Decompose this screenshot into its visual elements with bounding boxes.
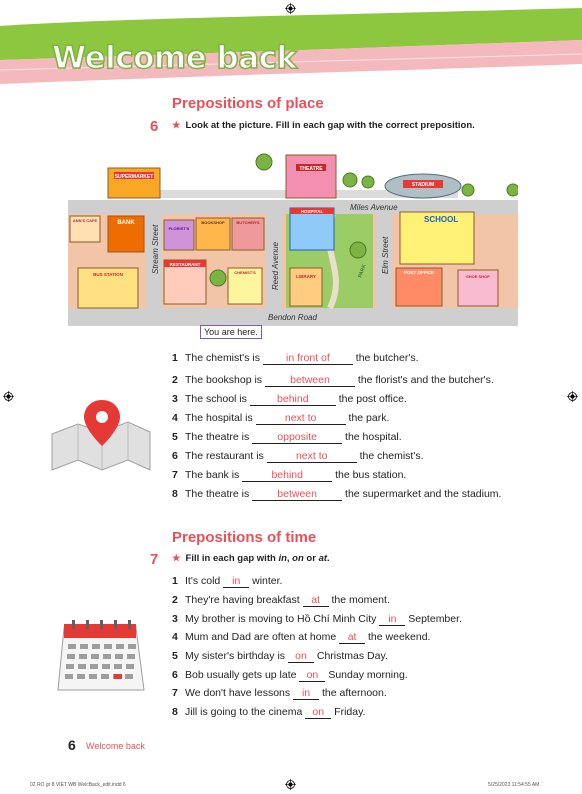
footer-section-label: Welcome back	[86, 741, 145, 751]
calendar-icon	[57, 620, 145, 691]
answer-blank[interactable]: opposite	[252, 432, 343, 444]
label-chemists: CHEMIST'S	[234, 270, 256, 275]
label-bank: BANK	[117, 220, 135, 226]
town-map-illustration: SUPERMARKET THEATRE STADIUM ANN'S CAFE B…	[68, 153, 518, 326]
label-hospital: HOSPITAL	[301, 209, 324, 214]
exercise-instruction: ★Fill in each gap with in, on or at.	[172, 553, 330, 564]
you-are-here-label: You are here.	[200, 325, 262, 339]
answer-blank[interactable]: in	[293, 688, 320, 700]
page-number: 6	[68, 737, 76, 753]
registration-mark-icon	[3, 391, 14, 402]
answer-blank[interactable]: between	[264, 375, 355, 387]
page-title: Welcome back	[51, 39, 298, 77]
label-theatre: THEATRE	[299, 166, 323, 172]
label-miles-avenue: Miles Avenue	[350, 203, 398, 212]
answer-blank[interactable]: behind	[249, 394, 336, 406]
label-butchers: BUTCHER'S	[236, 220, 260, 225]
answer-blank[interactable]: behind	[242, 470, 333, 482]
label-post-office: POST OFFICE	[404, 270, 434, 275]
answer-blank[interactable]: in front of	[262, 353, 353, 365]
star-icon: ★	[172, 120, 181, 131]
answer-blank[interactable]: in	[223, 576, 250, 588]
answer-blank[interactable]: between	[252, 489, 343, 501]
answer-blank[interactable]: at	[339, 632, 366, 644]
star-icon: ★	[172, 553, 181, 564]
answer-blank[interactable]: on	[287, 651, 314, 663]
label-shoe-shop: SHOE SHOP	[466, 274, 490, 279]
label-bendon-road: Bendon Road	[268, 313, 317, 322]
label-school: SCHOOL	[424, 215, 458, 224]
answer-blank[interactable]: in	[379, 614, 406, 626]
registration-mark-icon	[567, 391, 578, 402]
label-supermarket: SUPERMARKET	[115, 174, 154, 180]
label-stream-street: Stream Street	[151, 224, 160, 274]
answer-blank[interactable]: next to	[266, 451, 357, 463]
label-library: LIBRARY	[296, 274, 316, 279]
answer-blank[interactable]: on	[305, 707, 332, 719]
answer-blank[interactable]: on	[299, 670, 326, 682]
label-anns-cafe: ANN'S CAFE	[73, 218, 98, 223]
print-slug-left: 02 RO gr 8 VIET WB WelcBack_edit.indd 6	[30, 782, 126, 788]
answer-blank[interactable]: next to	[255, 413, 346, 425]
registration-mark-icon	[285, 3, 296, 14]
label-bus-station: BUS STATION	[93, 272, 123, 277]
exercise-instruction: ★Look at the picture. Fill in each gap w…	[172, 120, 475, 131]
label-stadium: STADIUM	[412, 182, 434, 188]
exercise-number: 7	[150, 551, 159, 568]
section-title-time: Prepositions of time	[172, 529, 317, 546]
registration-mark-icon	[285, 779, 296, 790]
exercise-number: 6	[150, 118, 159, 135]
answer-blank[interactable]: at	[302, 595, 329, 607]
label-elm-street: Elm Street	[381, 236, 390, 274]
section-title-place: Prepositions of place	[172, 95, 324, 112]
label-reed-avenue: Reed Avenue	[271, 241, 280, 290]
print-slug-right: 5/25/2023 11:54:55 AM	[488, 782, 540, 788]
map-pin-icon	[51, 400, 151, 471]
header-banner	[0, 8, 582, 84]
label-bookshop: BOOKSHOP	[201, 220, 225, 225]
label-restaurant: RESTAURANT	[170, 262, 201, 267]
label-florists: FLORIST'S	[169, 226, 190, 231]
label-park: PARK	[357, 263, 367, 278]
